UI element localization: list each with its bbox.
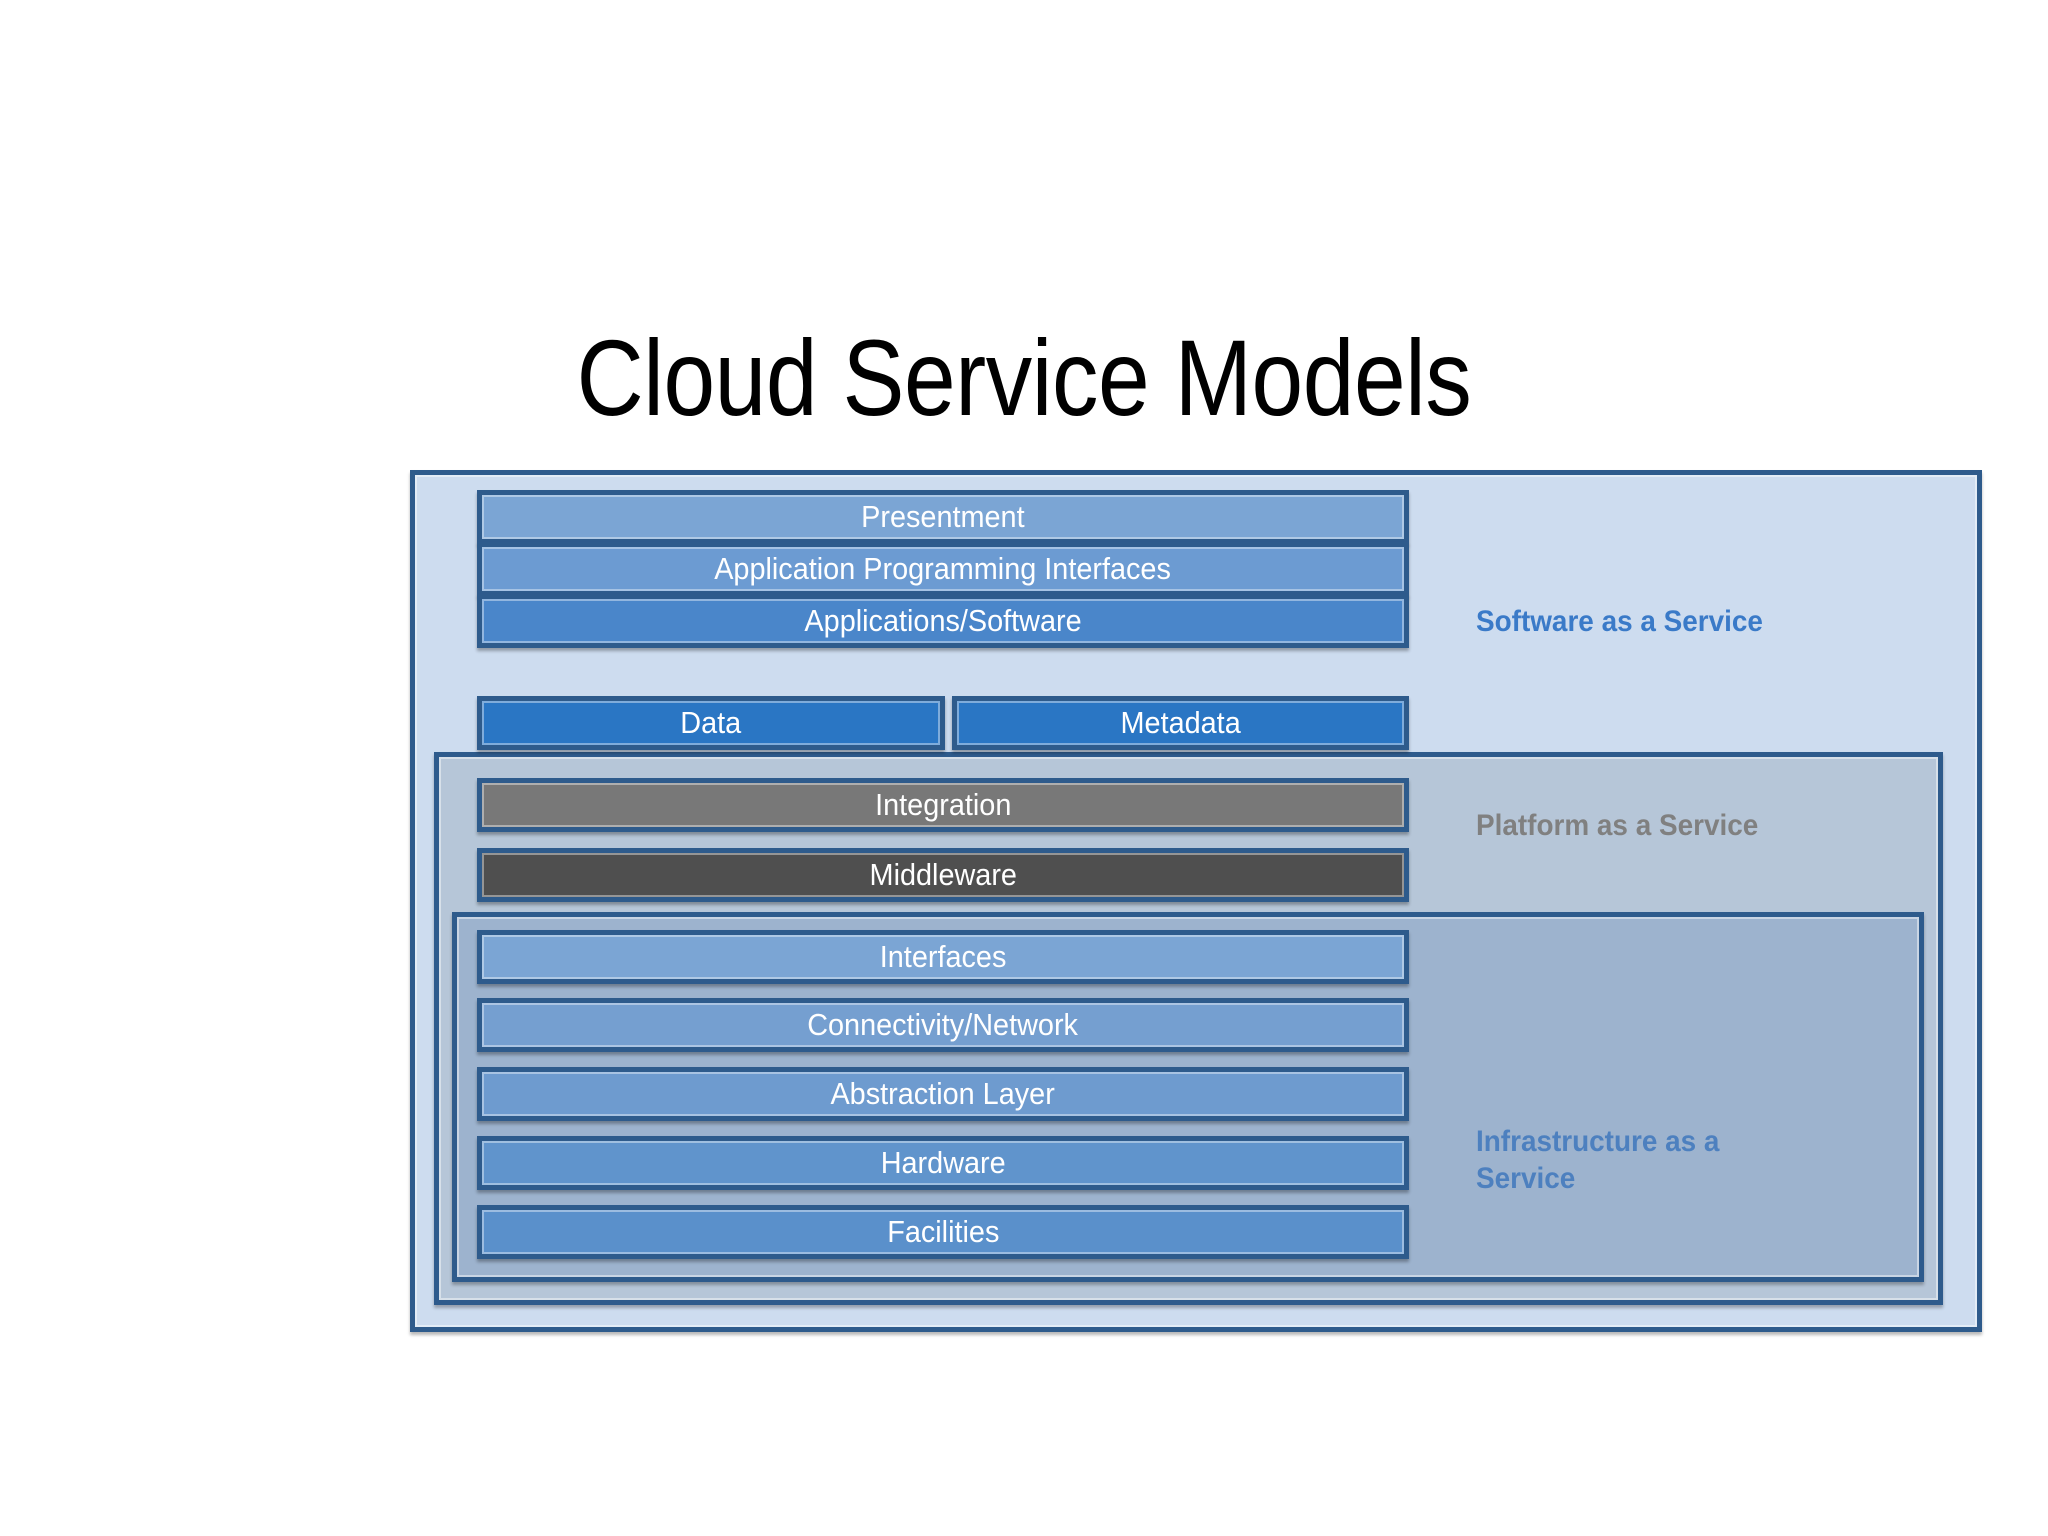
layer-label: Data: [680, 705, 742, 740]
layer-bar-metadata[interactable]: Metadata: [952, 696, 1409, 750]
layer-bar-connectivity-network[interactable]: Connectivity/Network: [477, 998, 1409, 1052]
layer-label: Hardware: [880, 1145, 1006, 1180]
layer-bar-abstraction-layer[interactable]: Abstraction Layer: [477, 1067, 1409, 1121]
layer-label: Middleware: [869, 857, 1017, 892]
layer-label: Application Programming Interfaces: [714, 551, 1172, 586]
layer-label: Connectivity/Network: [807, 1007, 1079, 1042]
section-label-iaas: Infrastructure as a Service: [1476, 1125, 1720, 1195]
layer-bar-presentment[interactable]: Presentment: [477, 490, 1409, 544]
section-label-saas: Software as a Service: [1476, 605, 1763, 638]
layer-label: Metadata: [1120, 705, 1241, 740]
layer-bar-integration[interactable]: Integration: [477, 778, 1409, 832]
layer-bar-interfaces[interactable]: Interfaces: [477, 930, 1409, 984]
layer-bar-applications-software[interactable]: Applications/Software: [477, 594, 1409, 648]
layer-bar-middleware[interactable]: Middleware: [477, 848, 1409, 902]
layer-bar-hardware[interactable]: Hardware: [477, 1136, 1409, 1190]
layer-label: Presentment: [861, 499, 1025, 534]
layer-bar-application-programming-interfaces[interactable]: Application Programming Interfaces: [477, 542, 1409, 596]
layer-label: Abstraction Layer: [830, 1076, 1056, 1111]
layer-label: Facilities: [886, 1214, 1000, 1249]
layer-bar-facilities[interactable]: Facilities: [477, 1205, 1409, 1259]
section-label-paas: Platform as a Service: [1476, 809, 1759, 842]
layer-label: Interfaces: [879, 939, 1007, 974]
layer-label: Integration: [874, 787, 1012, 822]
layer-bar-data[interactable]: Data: [477, 696, 945, 750]
layer-label: Applications/Software: [804, 603, 1082, 638]
page-title: Cloud Service Models: [576, 317, 1472, 438]
